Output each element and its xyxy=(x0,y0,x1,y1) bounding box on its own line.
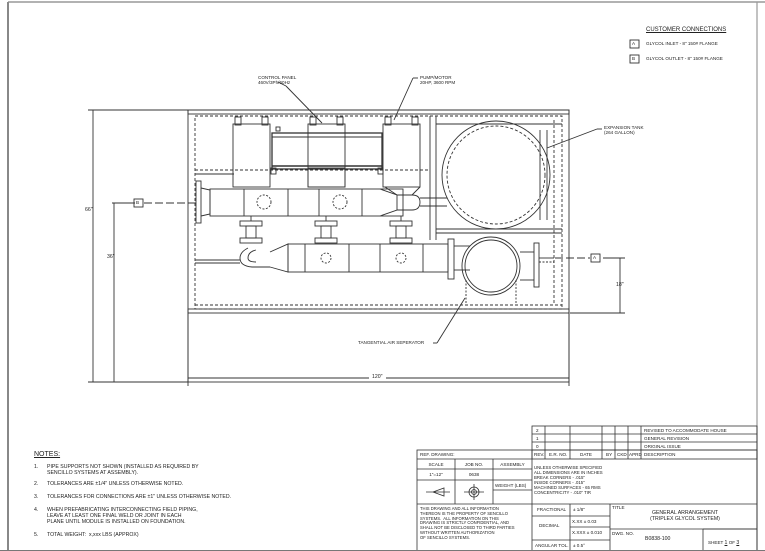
decimal-xx-value: X.XX ± 0.03 xyxy=(572,519,597,524)
note-5: TOTAL WEIGHT: x,xxx LBS (APPROX) xyxy=(47,532,139,538)
rev-header: BY xyxy=(606,452,613,457)
weight-label: WEIGHT (LBS) xyxy=(495,483,527,488)
callout-control-panel: CONTROL PANEL 460V/3Ph/60Hz xyxy=(258,75,297,86)
sheet-number: 1 xyxy=(724,540,728,546)
callout-air-separator: TANGENTIAL AIR SEPERATOR xyxy=(358,340,425,345)
tag-b: B xyxy=(136,200,140,205)
decimal-label: DECIMAL xyxy=(539,523,560,528)
dim-inlet-height: 18" xyxy=(616,282,624,288)
customer-connections-title: CUSTOMER CONNECTIONS xyxy=(646,27,727,33)
unless-specified-notes: UNLESS OTHERWISE SPECIFIED ALL DIMENSION… xyxy=(534,465,603,495)
note-number: 2. xyxy=(34,481,39,487)
rev-description: REVISED TO ACCOMMODATE HOUSE xyxy=(644,428,727,433)
expansion-tank xyxy=(429,116,562,305)
angular-tol-value: ± 0.5° xyxy=(573,543,586,548)
dim-overall-height: 66" xyxy=(85,207,93,213)
note-number: 5. xyxy=(34,532,39,538)
connection-a: GLYCOL INLET - 8" 150# FLANGE xyxy=(646,41,718,46)
outlet-header xyxy=(195,180,447,224)
scale-label: SCALE xyxy=(428,462,444,467)
rev-header: DATE xyxy=(580,452,592,457)
rev-header: E.R. NO. xyxy=(549,452,568,457)
rev-number: 1 xyxy=(536,436,539,441)
title-label: TITLE xyxy=(612,505,625,510)
sheet-indicator: SHEET 1 OF 3 xyxy=(708,540,739,547)
dim-outlet-height: 36" xyxy=(107,254,115,260)
note-3: TOLERANCES FOR CONNECTIONS ARE ±1" UNLES… xyxy=(47,494,232,500)
air-separator xyxy=(461,236,554,305)
angular-tol-label: ANGULAR TOL. xyxy=(535,543,569,548)
callout-pump-motor: PUMP/MOTOR 20HP, 3600 RPM xyxy=(420,75,456,86)
note-number: 1. xyxy=(34,464,39,470)
callout-expansion-tank: EXPANSION TANK (264 GALLON) xyxy=(604,125,644,136)
tag-a-label: A xyxy=(632,41,636,46)
connection-b: GLYCOL OUTLET - 8" 150# FLANGE xyxy=(646,56,723,61)
rev-header: CKD xyxy=(617,452,627,457)
fractional-value: ± 1/8" xyxy=(573,507,585,512)
note-number: 3. xyxy=(34,494,39,500)
job-no-value: 0638 xyxy=(468,472,480,477)
rev-description: GENERAL REVISION xyxy=(644,436,690,441)
rev-header: DESCRIPTION xyxy=(644,452,676,457)
note-2: TOLERANCES ARE ±1/4" UNLESS OTHERWISE NO… xyxy=(47,481,184,487)
ref-drawing-label: REF. DRAWING: xyxy=(420,452,455,457)
suction-header xyxy=(239,238,470,280)
fractional-label: FRACTIONAL xyxy=(537,507,567,512)
sheet-label: SHEET xyxy=(708,540,724,545)
note-4: WHEN PREFABRICATING INTERCONNECTING FIEL… xyxy=(47,507,198,525)
job-no-label: JOB NO. xyxy=(464,462,484,467)
pump-motor-units xyxy=(232,116,421,188)
rev-number: 2 xyxy=(536,428,539,433)
rev-header: REV. xyxy=(534,452,545,457)
tag-b-label: B xyxy=(632,56,636,61)
confidentiality-notice: THIS DRAWING AND ALL INFORMATION THEREON… xyxy=(420,506,515,540)
sheet-of: OF xyxy=(728,540,736,545)
notes-title: NOTES: xyxy=(34,451,61,458)
tag-a: A xyxy=(593,255,597,260)
dim-overall-length: 120" xyxy=(369,374,386,381)
note-1: PIPE SUPPORTS NOT SHOWN (INSTALLED AS RE… xyxy=(47,464,199,476)
decimal-xxx-value: X.XXX ± 0.010 xyxy=(572,530,603,535)
scale-value: 1"=12" xyxy=(429,472,443,477)
dwg-no-value: B0838-100 xyxy=(645,536,671,542)
sheet-total: 3 xyxy=(736,540,740,546)
dwg-no-label: DWG. NO. xyxy=(612,531,634,536)
suction-valves xyxy=(239,216,413,244)
note-number: 4. xyxy=(34,507,39,513)
rev-header: APRD xyxy=(629,452,642,457)
drawing-title: GENERAL ARRANGEMENT (TRIPLEX GLYCOL SYST… xyxy=(650,510,720,522)
rev-description: ORIGINAL ISSUE xyxy=(644,444,681,449)
rev-number: 0 xyxy=(536,444,539,449)
assembly-label: ASSEMBLY xyxy=(500,462,525,467)
